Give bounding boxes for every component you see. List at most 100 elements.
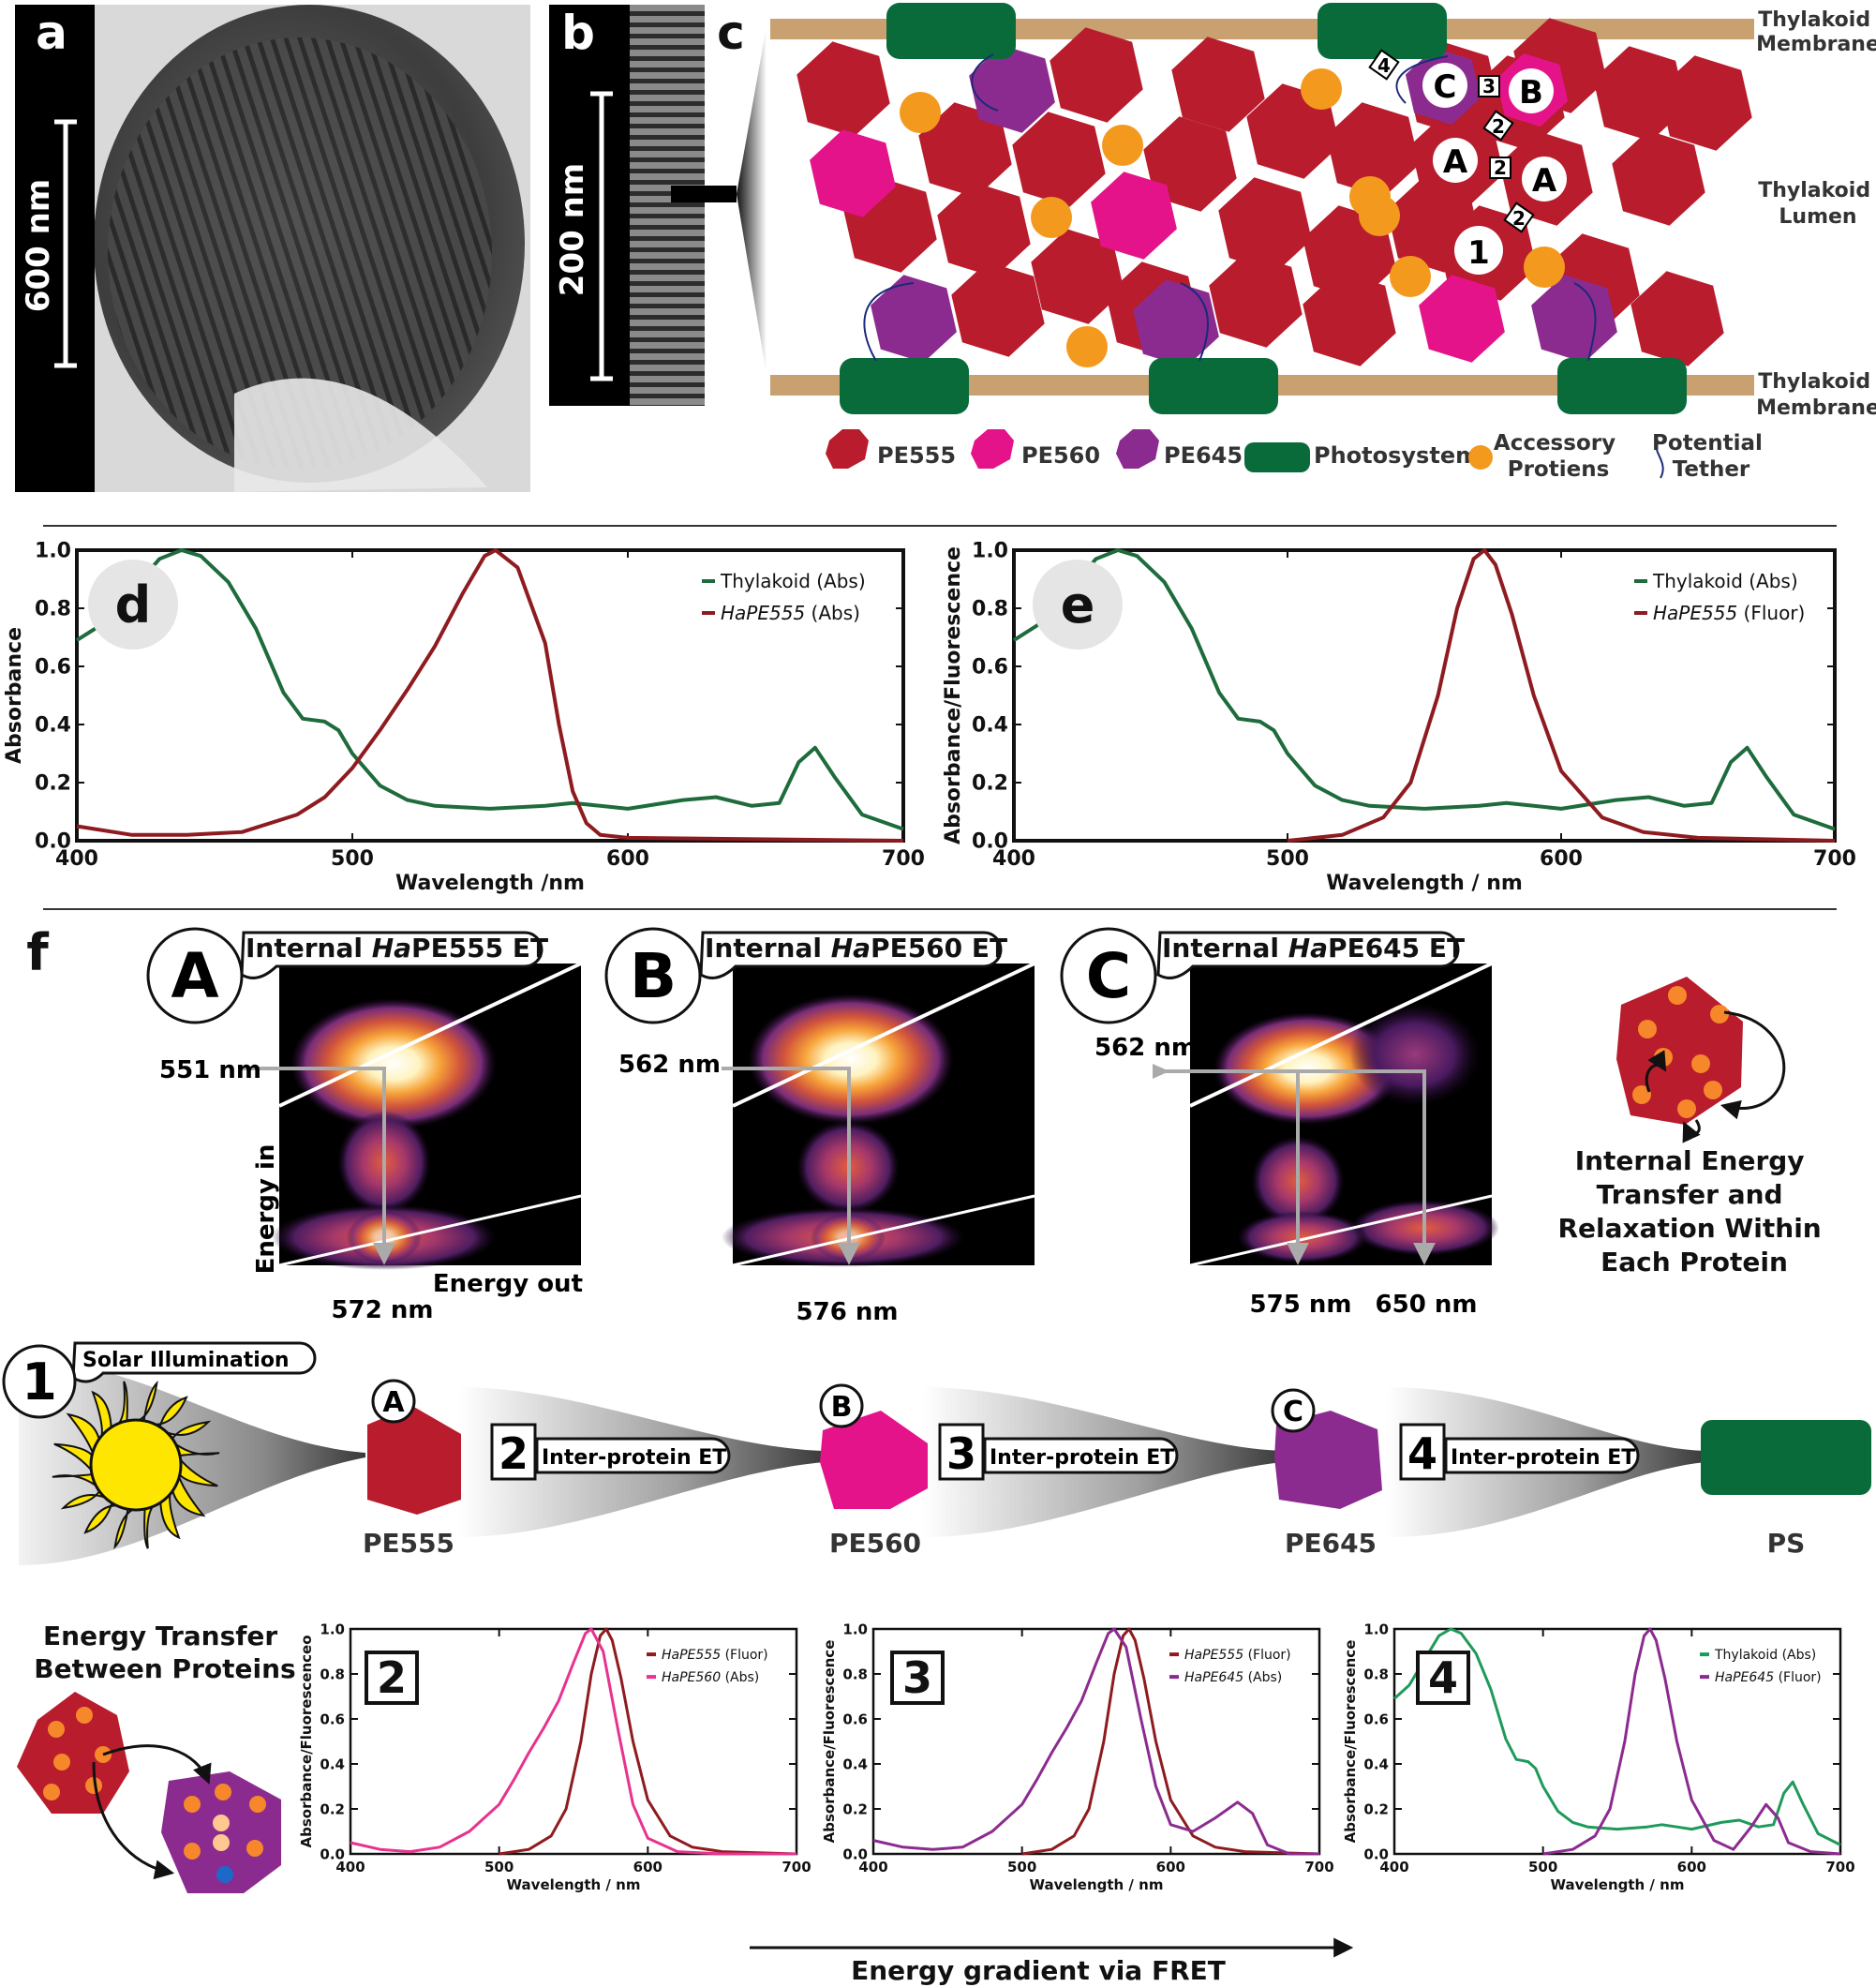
- x-tick-label: 500: [331, 847, 374, 871]
- y-tick-label: 0.0: [1363, 1845, 1389, 1862]
- legend-entry: HaPE555 (Fluor): [1184, 1648, 1291, 1663]
- node-badge-b: B: [831, 1391, 853, 1424]
- y-tick-label: 0.0: [842, 1845, 868, 1862]
- x-axis-label: Wavelength /nm: [395, 872, 585, 895]
- panel-b-letter: b: [561, 6, 595, 60]
- node-pe555-shape: [367, 1406, 461, 1515]
- map-title-b: B Internal HaPE560 ET: [604, 927, 1007, 1024]
- map-badge-b: B: [630, 940, 677, 1012]
- x-tick-label: 700: [782, 1859, 811, 1875]
- x-tick-label: 700: [1825, 1859, 1854, 1875]
- scale-bar-label-a: 600 nm: [20, 179, 57, 312]
- y-tick-label: 0.8: [1363, 1666, 1389, 1682]
- x-axis-label: Wavelength / nm: [507, 1876, 641, 1893]
- node-ps-shape: [1701, 1420, 1871, 1495]
- label-bottom-membrane: Thylakoid Membrane: [1756, 370, 1876, 420]
- node-badge-c: C: [1283, 1396, 1303, 1428]
- x-tick-label: 400: [55, 847, 98, 871]
- flow-step-1-label: Solar Illumination: [82, 1349, 290, 1372]
- y-axis-label: Absorbance/Fluorescenceo: [298, 1635, 315, 1847]
- map-c-out-label-1: 575 nm: [1250, 1291, 1352, 1319]
- series-line: [76, 548, 904, 843]
- schematic-legend: PE555 PE560 PE645 Photosystem Accessory …: [826, 429, 1770, 482]
- series-line: [1392, 1627, 1841, 1846]
- map-title-text-a: Internal HaPE555 ET: [246, 933, 548, 964]
- y-tick-label: 0.8: [320, 1666, 345, 1682]
- map-b-in-label: 562 nm: [618, 1051, 721, 1079]
- y-tick-label: 0.2: [842, 1800, 868, 1817]
- y-tick-label: 0.8: [35, 598, 71, 621]
- energy-flow: 1 Solar Illumination A B C PE555 PE560 P…: [2, 1341, 1871, 1565]
- between-caption: Energy Transfer Between Proteins: [34, 1621, 295, 1684]
- x-tick-label: 400: [992, 847, 1035, 871]
- panel-letter: d: [115, 575, 152, 635]
- series-line: [1287, 548, 1836, 843]
- y-tick-label: 1.0: [1363, 1621, 1389, 1637]
- schematic-steps: C B A A 1 4 3 2 2 2: [1368, 49, 1567, 275]
- map-c-in-label: 562 nm: [1094, 1034, 1197, 1062]
- node-name-ps: PS: [1767, 1528, 1806, 1559]
- y-tick-label: 0.2: [1363, 1800, 1389, 1817]
- node-badge-a: A: [382, 1386, 405, 1419]
- y-tick-label: 0.4: [842, 1755, 868, 1772]
- legend-tether: Potential Tether: [1652, 431, 1770, 482]
- y-tick-label: 0.4: [972, 714, 1008, 738]
- legend-accessory: Accessory Protiens: [1494, 431, 1623, 482]
- node-pe645-shape: [1274, 1411, 1382, 1509]
- y-tick-label: 0.8: [972, 598, 1008, 621]
- heatmap-a: [242, 962, 582, 1270]
- map-badge-c: C: [1086, 940, 1131, 1012]
- flow-step-2-label: Inter-protein ET: [542, 1446, 726, 1470]
- x-tick-label: 600: [1677, 1859, 1706, 1875]
- panel-a-letter: a: [36, 6, 67, 60]
- series-line: [872, 1627, 1319, 1856]
- legend-swatch-accessory: [1468, 445, 1493, 470]
- x-tick-label: 500: [484, 1859, 514, 1875]
- panel-letter: e: [1061, 575, 1095, 635]
- map-c-out-label-2: 650 nm: [1376, 1291, 1478, 1319]
- panel-badge-bg: [1033, 560, 1123, 650]
- y-tick-label: 0.2: [320, 1800, 345, 1817]
- legend-swatch-pe560: [971, 429, 1014, 469]
- flow-step-4-label: Inter-protein ET: [1451, 1446, 1635, 1470]
- legend-entry: Thylakoid (Abs): [1652, 570, 1798, 592]
- y-axis-label: Absorbance/Fluorescence: [942, 546, 965, 844]
- flow-step-4-number: 4: [1407, 1428, 1437, 1479]
- x-tick-label: 700: [1813, 847, 1856, 871]
- scale-bar-label-b: 200 nm: [554, 163, 591, 296]
- x-tick-label: 400: [1379, 1859, 1408, 1875]
- panel-badge-bg: [1416, 1651, 1470, 1705]
- map-title-a: A Internal HaPE555 ET: [146, 927, 548, 1024]
- x-tick-label: 400: [335, 1859, 365, 1875]
- schematic-letter-a1: A: [1443, 143, 1468, 181]
- series-line: [1012, 548, 1836, 831]
- y-tick-label: 0.2: [972, 772, 1008, 796]
- map-title-c: C Internal HaPE645 ET: [1060, 927, 1465, 1024]
- schematic-step-1: 1: [1467, 234, 1490, 272]
- y-tick-label: 0.6: [35, 656, 71, 680]
- flow-step-2-number: 2: [499, 1428, 529, 1479]
- series-line: [1021, 1627, 1320, 1856]
- heatmap-c: [1153, 962, 1499, 1267]
- y-axis-label: Absorbance/Fluorescence: [821, 1640, 838, 1844]
- label-top-membrane: Thylakoid Membrane: [1756, 8, 1876, 56]
- panel-number: 2: [377, 1652, 407, 1703]
- legend-swatch-pe645: [1116, 429, 1159, 469]
- legend-swatch-photosystem: [1244, 442, 1310, 472]
- schematic-step-2b: 2: [1494, 157, 1507, 179]
- node-name-pe560: PE560: [829, 1528, 921, 1559]
- heatmap-b: [722, 962, 1035, 1267]
- chart-frame: [1012, 548, 1837, 843]
- y-tick-label: 0.4: [1363, 1755, 1389, 1772]
- axis-energy-in: Energy in: [252, 1144, 280, 1275]
- legend-entry: Thylakoid (Abs): [720, 570, 866, 592]
- x-tick-label: 500: [1528, 1859, 1557, 1875]
- panel-c-letter: c: [717, 6, 745, 60]
- schematic-step-2c: 2: [1512, 207, 1526, 230]
- map-b-out-label: 576 nm: [797, 1298, 899, 1326]
- y-tick-label: 0.6: [842, 1711, 868, 1727]
- map-a-in-label: 551 nm: [159, 1056, 261, 1084]
